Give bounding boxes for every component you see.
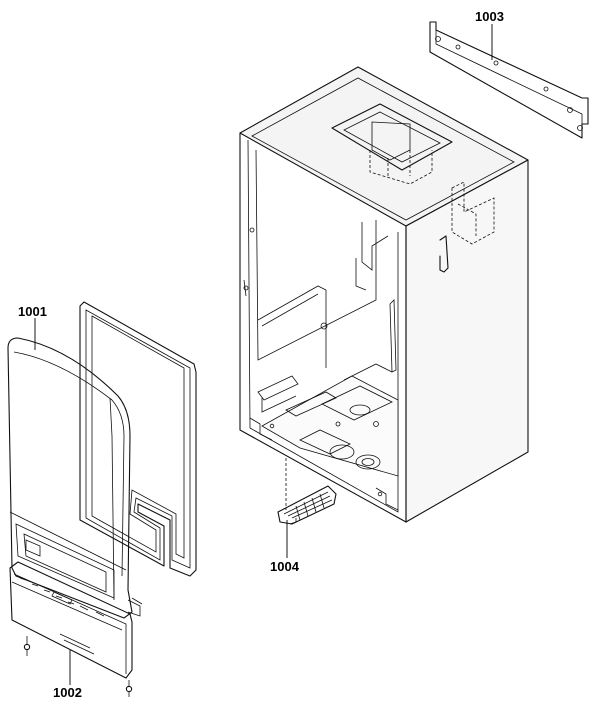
grille — [277, 485, 337, 525]
mounting-bracket — [429, 21, 589, 139]
boiler-casing — [239, 66, 529, 523]
label-1002: 1002 — [53, 685, 82, 700]
label-1004-group: 1004 — [270, 520, 300, 574]
screw-left — [23, 636, 31, 656]
label-1003: 1003 — [475, 9, 504, 24]
label-1001-group: 1001 — [18, 304, 47, 350]
label-1001: 1001 — [18, 304, 47, 319]
label-1003-group: 1003 — [475, 9, 504, 60]
seal-frame — [79, 301, 197, 577]
label-1002-group: 1002 — [53, 650, 82, 700]
front-cover — [7, 337, 143, 619]
screw-right — [125, 680, 133, 697]
lower-panel — [9, 561, 133, 679]
label-1004: 1004 — [270, 559, 300, 574]
